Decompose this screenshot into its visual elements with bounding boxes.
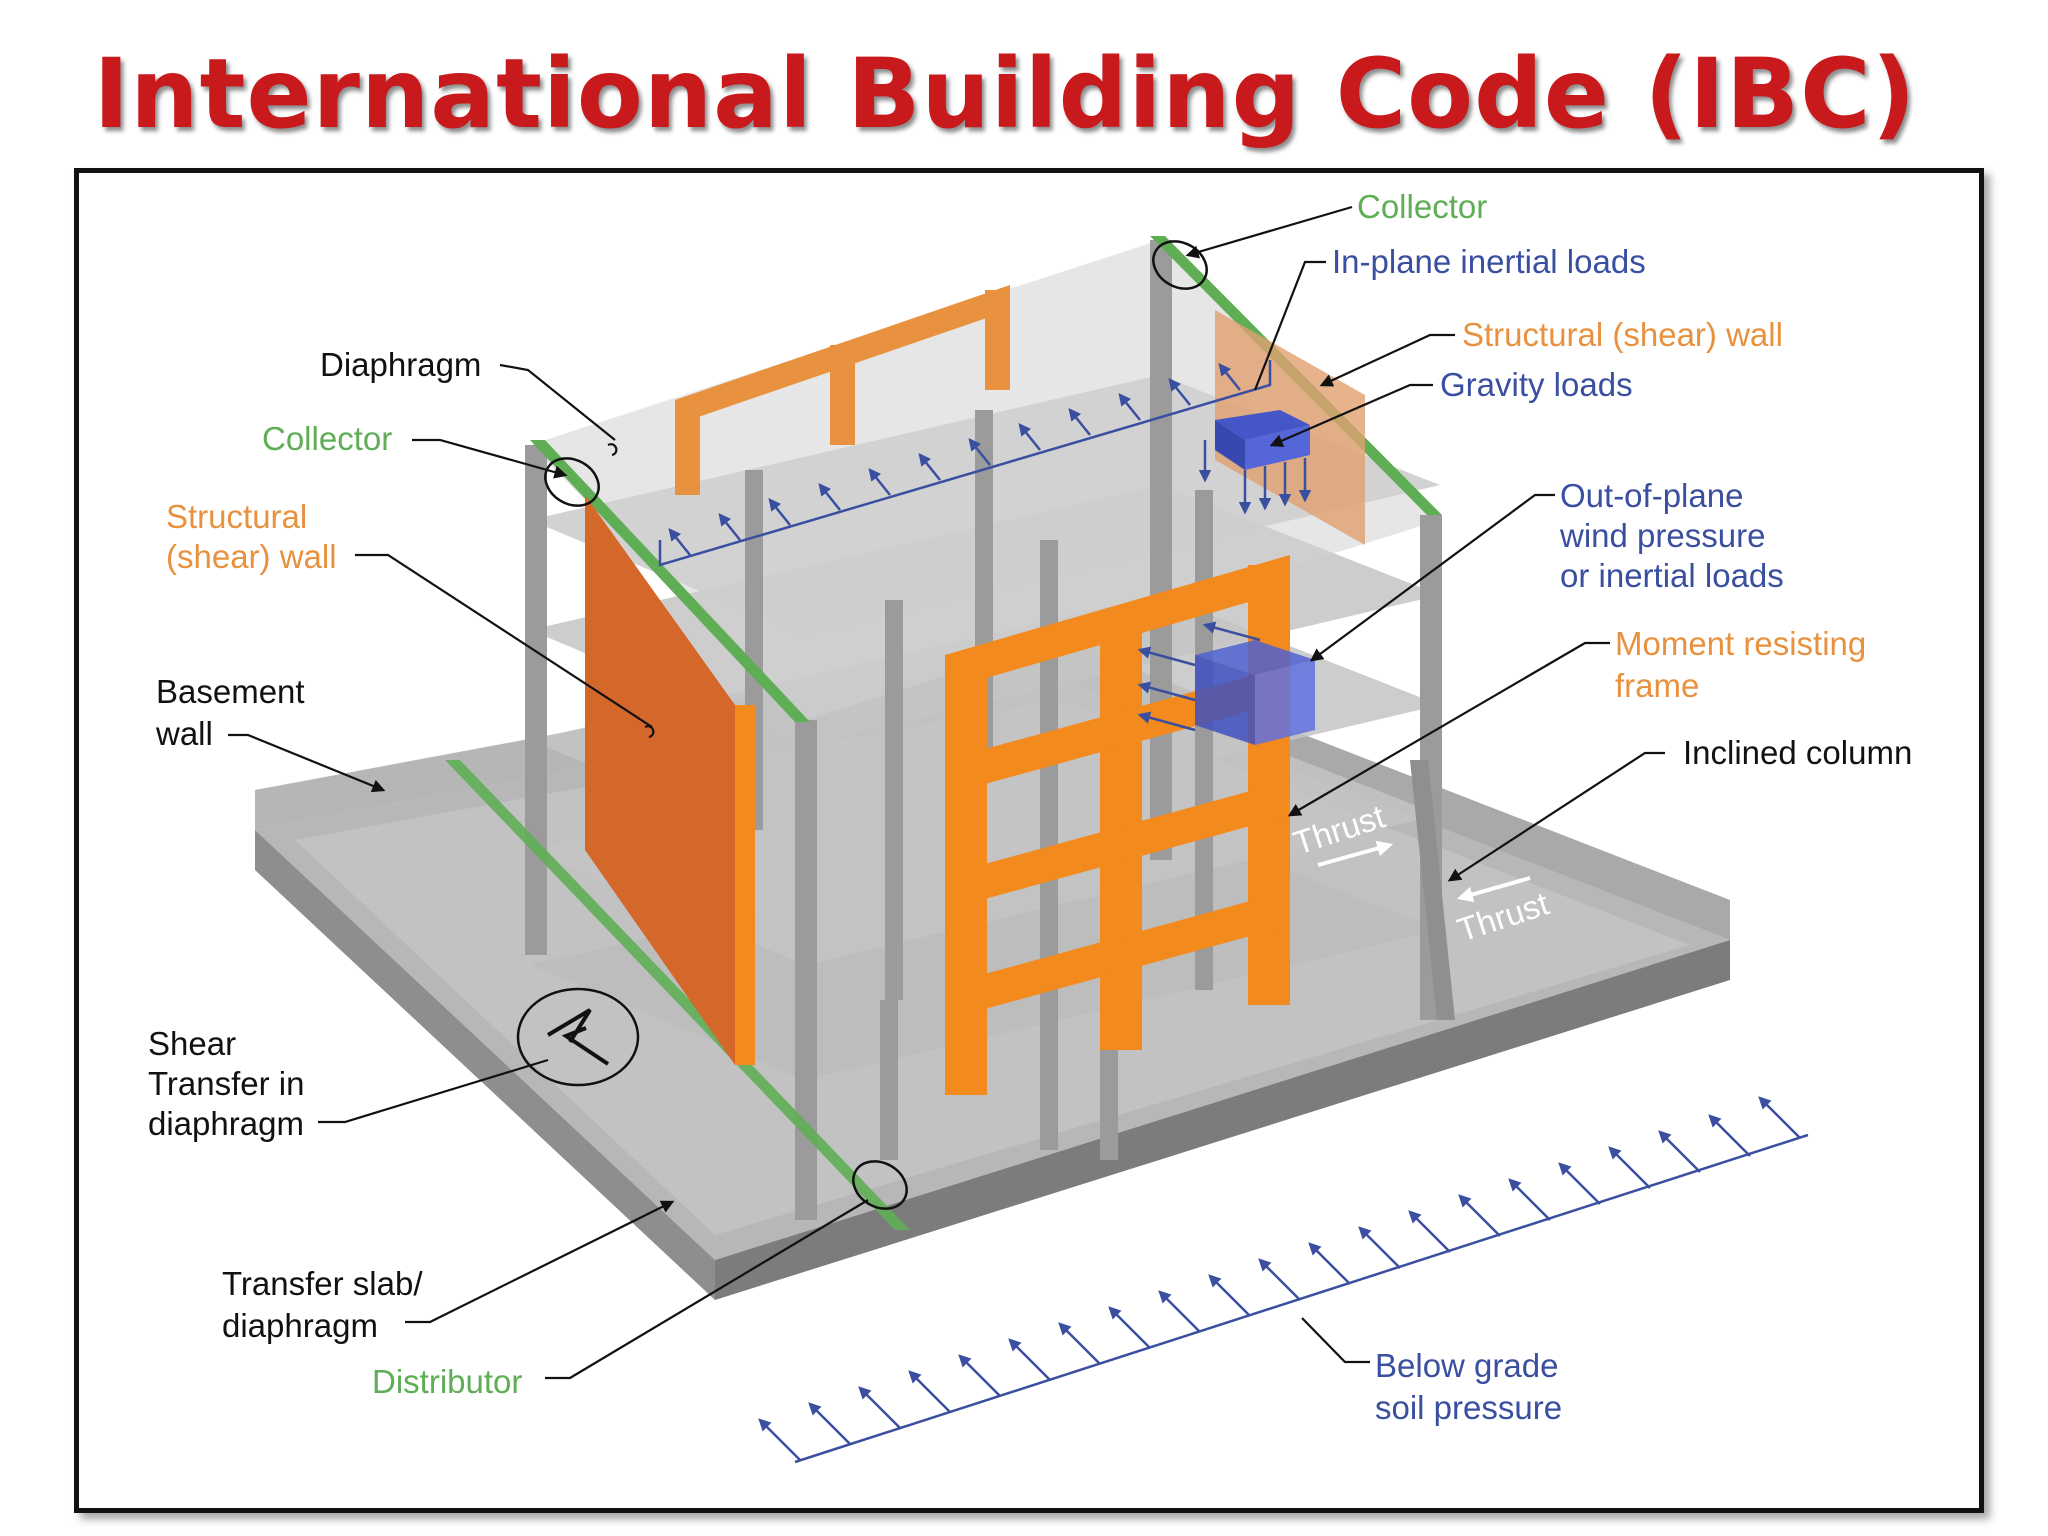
label-collector-left: Collector bbox=[262, 420, 392, 457]
label-collector-top: Collector bbox=[1357, 188, 1487, 225]
label-diaphragm: Diaphragm bbox=[320, 346, 481, 383]
label-structural-shear-wall-right: Structural (shear) wall bbox=[1462, 316, 1783, 353]
shear-wall-top bbox=[675, 285, 1010, 495]
label-below-grade-soil-pressure: Below grade soil pressure bbox=[1375, 1347, 1568, 1426]
leader-lines bbox=[228, 205, 1665, 1380]
shear-transfer-icon bbox=[546, 1008, 610, 1066]
in-plane-inertial-load-arrows bbox=[658, 360, 1272, 567]
label-gravity-loads: Gravity loads bbox=[1440, 366, 1633, 403]
shear-wall-left bbox=[585, 495, 755, 1065]
out-of-plane-load-block bbox=[1137, 621, 1315, 745]
label-transfer-slab: Transfer slab/ diaphragm bbox=[222, 1265, 432, 1344]
label-shear-transfer: Shear Transfer in diaphragm bbox=[148, 1025, 314, 1142]
callout-ellipses bbox=[516, 240, 1208, 1210]
inclined-column bbox=[1410, 760, 1455, 1020]
label-in-plane-inertial-loads: In-plane inertial loads bbox=[1332, 243, 1646, 280]
label-basement-wall: Basement wall bbox=[155, 673, 314, 752]
label-distributor: Distributor bbox=[372, 1363, 522, 1400]
page-title: International Building Code (IBC) bbox=[93, 38, 1917, 150]
thrust-arrows bbox=[1317, 840, 1531, 903]
label-structural-shear-wall-left: Structural (shear) wall bbox=[166, 498, 337, 575]
moment-resisting-frame bbox=[945, 555, 1290, 1095]
label-out-of-plane: Out-of-plane wind pressure or inertial l… bbox=[1559, 477, 1784, 594]
label-moment-resisting-frame: Moment resisting frame bbox=[1615, 625, 1875, 704]
soil-pressure-arrows bbox=[758, 1096, 1809, 1464]
label-inclined-column: Inclined column bbox=[1683, 734, 1912, 771]
